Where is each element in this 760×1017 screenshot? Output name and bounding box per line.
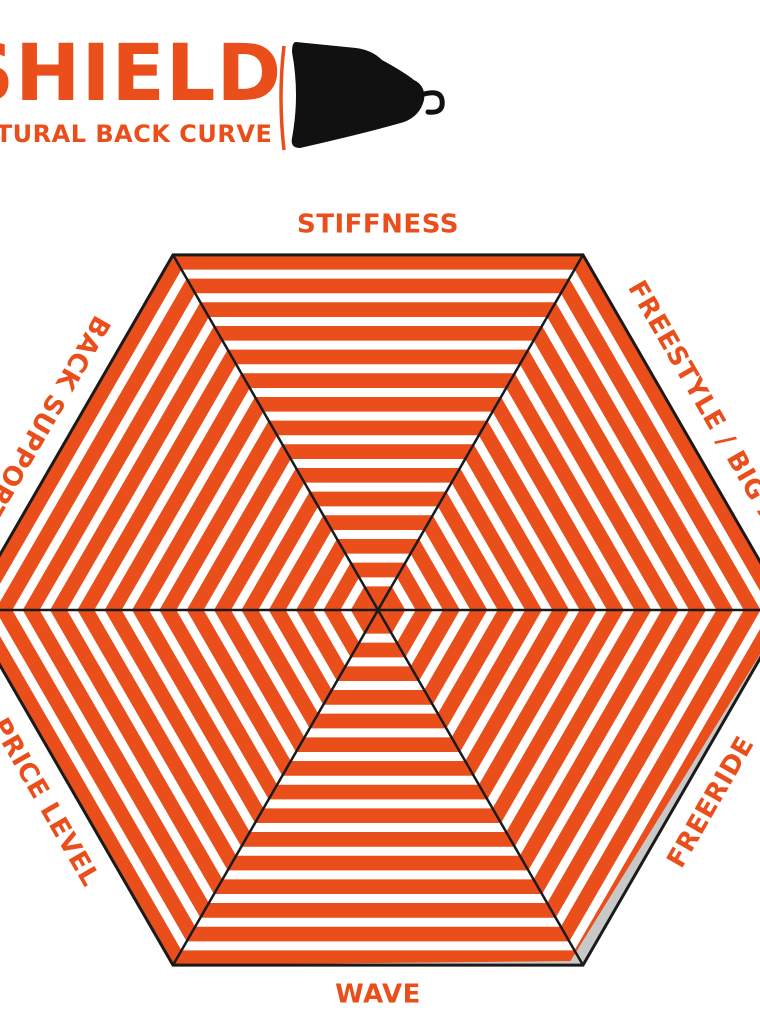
axis-spokes-layer <box>0 254 760 966</box>
header: SHIELD NATURAL BACK CURVE <box>0 29 445 151</box>
axis-label: WAVE <box>335 980 421 1010</box>
stripe-band <box>323 562 433 658</box>
harness-hook <box>415 90 445 115</box>
harness-bell-shape <box>291 42 425 148</box>
axis-label: STIFFNESS <box>297 209 459 239</box>
product-title: SHIELD <box>0 29 282 119</box>
harness-bracket <box>279 45 286 151</box>
stripe-band <box>350 586 406 634</box>
product-subtitle: NATURAL BACK CURVE <box>0 120 272 148</box>
harness-bell-icon <box>279 42 445 151</box>
